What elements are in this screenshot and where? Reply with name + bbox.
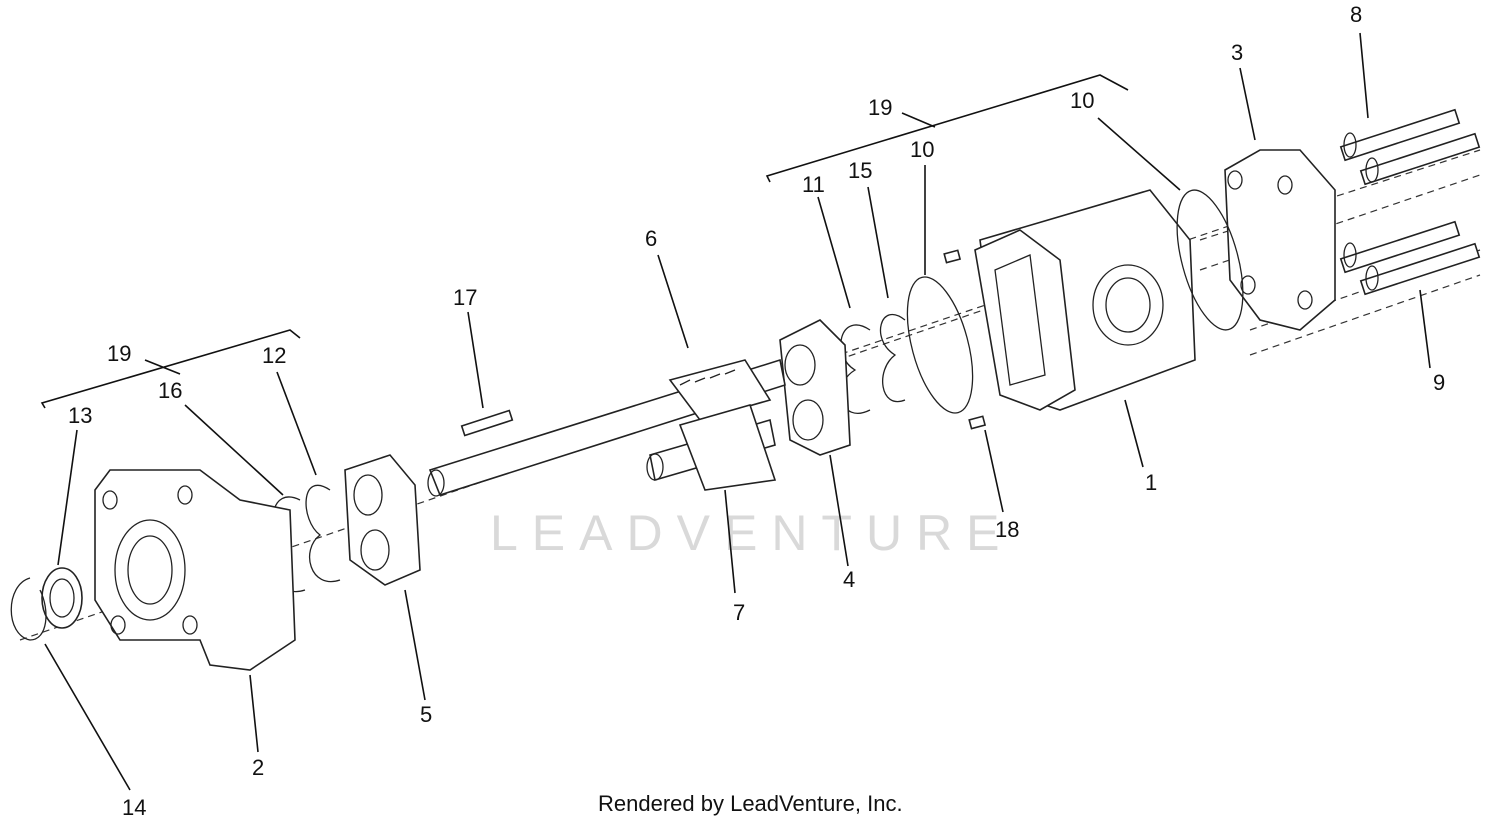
watermark-text: LEADVENTURE	[490, 505, 1014, 561]
callout-2: 2	[252, 755, 264, 780]
part-o-ring-left	[906, 276, 974, 414]
callout-10-right: 10	[1070, 88, 1094, 113]
callout-10-left: 10	[910, 137, 934, 162]
part-housing	[974, 189, 1196, 411]
callout-9: 9	[1433, 370, 1445, 395]
part-retaining-ring	[10, 577, 47, 641]
callout-13: 13	[68, 403, 92, 428]
render-credit: Rendered by LeadVenture, Inc.	[598, 791, 903, 816]
leader-lines	[44, 32, 1431, 791]
callout-labels: 1 2 3 4 5 6 7 8 9 10 10 11 12 13 14 15 1…	[68, 2, 1445, 820]
part-drive-gear-shaft	[427, 358, 786, 497]
callout-7: 7	[733, 600, 745, 625]
part-bearing-block-5	[344, 454, 421, 586]
part-bearing-block-4	[779, 319, 851, 456]
callout-14: 14	[122, 795, 146, 820]
callout-16: 16	[158, 378, 182, 403]
part-driven-gear	[646, 404, 777, 491]
callout-5: 5	[420, 702, 432, 727]
part-front-housing	[94, 469, 296, 671]
part-o-ring-right	[1176, 189, 1244, 331]
part-seal-15	[879, 313, 906, 403]
part-dowel-pins	[943, 249, 987, 430]
callout-6: 6	[645, 226, 657, 251]
group-bracket-left	[40, 329, 301, 409]
part-key	[460, 409, 514, 437]
callout-3: 3	[1231, 40, 1243, 65]
callout-15: 15	[848, 158, 872, 183]
callout-8: 8	[1350, 2, 1362, 27]
part-shaft-seal	[41, 567, 83, 629]
part-bolts-washers	[1339, 108, 1481, 296]
callout-12: 12	[262, 343, 286, 368]
callout-19-right: 19	[868, 95, 892, 120]
callout-19-left: 19	[107, 341, 131, 366]
callout-1: 1	[1145, 470, 1157, 495]
part-end-plate	[1224, 149, 1336, 331]
callout-4: 4	[843, 567, 855, 592]
callout-18: 18	[995, 517, 1019, 542]
group-bracket-right	[765, 74, 1129, 183]
callout-17: 17	[453, 285, 477, 310]
callout-11: 11	[802, 172, 825, 197]
part-seal-12	[305, 484, 341, 583]
